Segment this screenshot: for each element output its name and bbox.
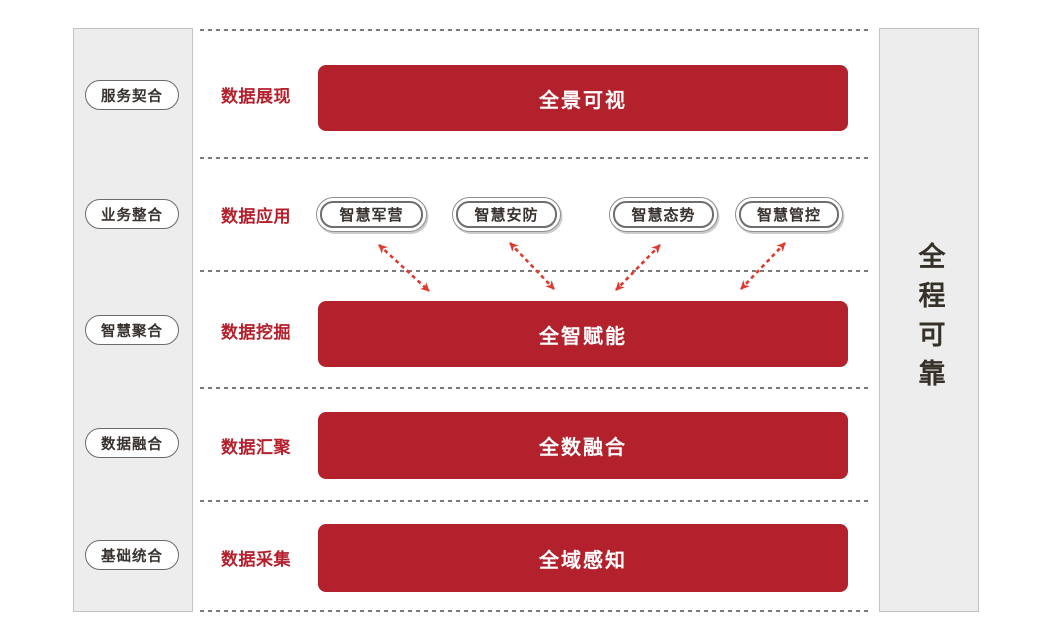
app-pill-smart-control: 智慧管控 (735, 197, 843, 232)
app-pill-label: 智慧安防 (456, 201, 557, 228)
assurance-vertical-label: 全程可靠 (914, 241, 945, 399)
divider-line (200, 610, 868, 612)
divider-line (200, 270, 868, 272)
stage-pill-smart-aggregation: 智慧聚合 (85, 315, 179, 345)
app-pill-smart-barracks: 智慧军营 (316, 197, 427, 232)
layer-label-data-application: 数据应用 (221, 206, 291, 226)
divider-line (200, 500, 868, 502)
bar-panoramic-visibility: 全景可视 (318, 65, 848, 131)
flow-arrow-3 (615, 244, 661, 291)
stage-pill-business-integration: 业务整合 (85, 199, 179, 229)
stage-pill-service-fit: 服务契合 (85, 80, 179, 110)
divider-line (200, 157, 868, 159)
app-pill-label: 智慧军营 (320, 201, 423, 228)
flow-arrow-1 (378, 244, 430, 292)
layer-label-data-collection: 数据采集 (221, 549, 291, 569)
right-assurance-rail: 全程可靠 (879, 28, 979, 612)
layer-label-data-convergence: 数据汇聚 (221, 437, 291, 457)
stage-pill-data-fusion: 数据融合 (85, 428, 179, 458)
bar-full-domain-sensing: 全域感知 (318, 524, 848, 592)
app-pill-label: 智慧态势 (613, 201, 714, 228)
stage-pill-base-unification: 基础统合 (85, 540, 179, 570)
layer-label-data-mining: 数据挖掘 (221, 322, 291, 342)
flow-arrow-4 (740, 242, 786, 290)
flow-arrow-2 (509, 242, 555, 290)
bar-full-intelligence-empowerment: 全智赋能 (318, 301, 848, 367)
divider-line (200, 387, 868, 389)
app-pill-smart-security: 智慧安防 (452, 197, 561, 232)
app-pill-label: 智慧管控 (739, 201, 839, 228)
bar-full-data-fusion: 全数融合 (318, 412, 848, 479)
app-pill-smart-situation: 智慧态势 (609, 197, 718, 232)
layer-label-data-display: 数据展现 (221, 86, 291, 106)
divider-line (200, 29, 868, 31)
